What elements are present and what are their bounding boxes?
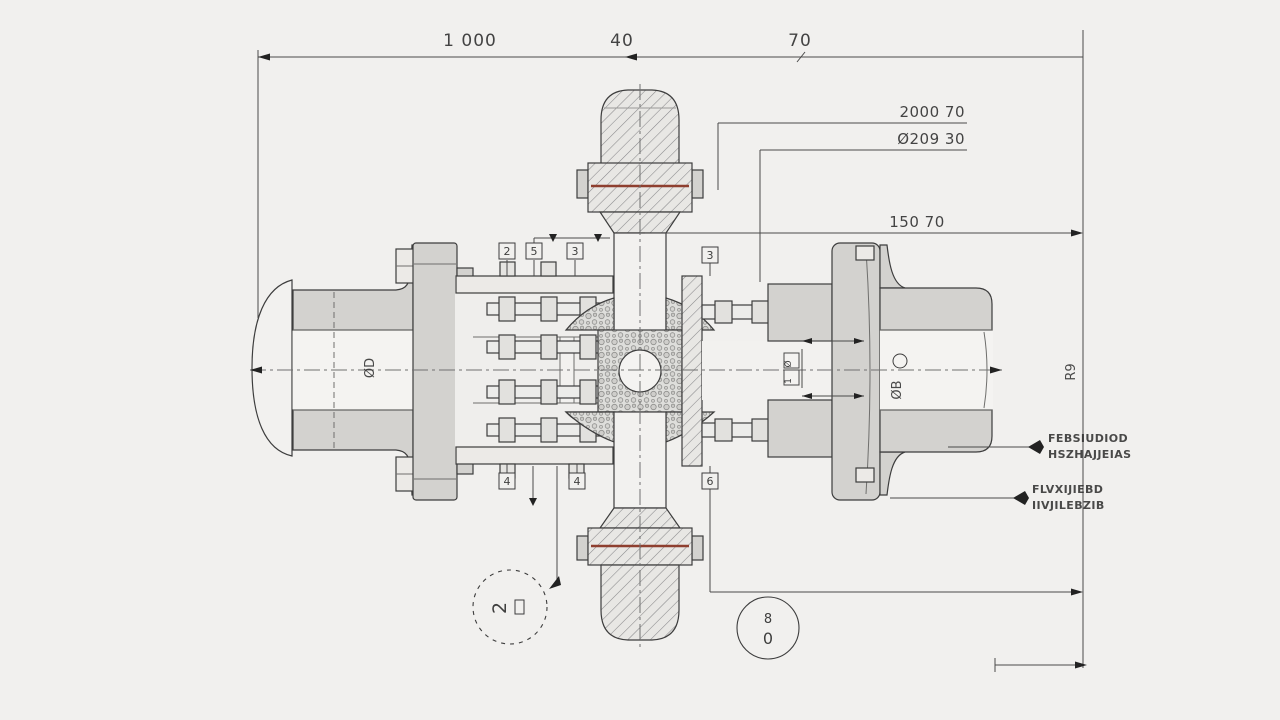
right-shaft-label: ØB xyxy=(890,380,905,399)
shaft-marker-circle xyxy=(892,353,908,369)
note-2-line-1: FLVXIJIEBD xyxy=(1032,483,1103,496)
dim-overall: 1 000 xyxy=(443,31,497,51)
dim-offset: 70 xyxy=(788,31,812,51)
note-1-line-2: HSZHAJJEIAS xyxy=(1048,448,1131,461)
balloon-3: 3 xyxy=(572,245,579,258)
dimension-arrows xyxy=(258,53,1087,669)
left-shaft-tip xyxy=(251,279,293,457)
leader-upper-label: 2000 70 xyxy=(899,103,965,121)
dim-right-span: 150 70 xyxy=(889,213,945,231)
balloon-1: 2 xyxy=(504,245,511,258)
bore-symbol-2: 1 xyxy=(784,378,794,384)
balloon-6: 4 xyxy=(574,475,581,488)
centerline-arrow-left xyxy=(250,366,262,374)
dim-vertical-right: R9 xyxy=(1064,363,1079,380)
note-1-line-1: FEBSIUDIOD xyxy=(1048,432,1128,445)
right-coupling xyxy=(681,275,833,467)
stud-row-3 xyxy=(486,379,614,405)
balloon-2: 5 xyxy=(531,245,538,258)
detail-dashed-glyph xyxy=(514,599,525,615)
note-2-line-2: IIVJILEBZIB xyxy=(1032,499,1105,512)
detail-solid-top: 8 xyxy=(764,612,772,627)
centerline-arrow-right xyxy=(990,366,1002,374)
bore-symbol-boxes xyxy=(783,352,800,386)
centerlines xyxy=(250,84,1004,648)
balloon-4: 3 xyxy=(707,249,714,262)
stud-row-4 xyxy=(486,417,614,443)
part-balloons xyxy=(498,242,719,490)
balloon-7: 6 xyxy=(707,475,714,488)
detail-solid-bottom: 0 xyxy=(763,629,773,648)
leader-lower-label: Ø209 30 xyxy=(897,130,965,148)
left-shaft-label: ØD xyxy=(363,358,378,378)
detail-circle-dashed xyxy=(472,569,548,645)
balloon-5: 4 xyxy=(504,475,511,488)
detail-circle-solid xyxy=(736,596,800,660)
note2-flag xyxy=(1013,491,1029,505)
right-flange xyxy=(831,242,881,501)
dimension-lines xyxy=(257,30,1084,672)
detail-dashed-label: 2 xyxy=(489,602,511,614)
bore-symbol-1: Ø xyxy=(783,360,794,367)
stud-row-2 xyxy=(486,334,614,360)
dim-hub-width: 40 xyxy=(610,31,634,51)
note1-flag xyxy=(1028,440,1044,454)
